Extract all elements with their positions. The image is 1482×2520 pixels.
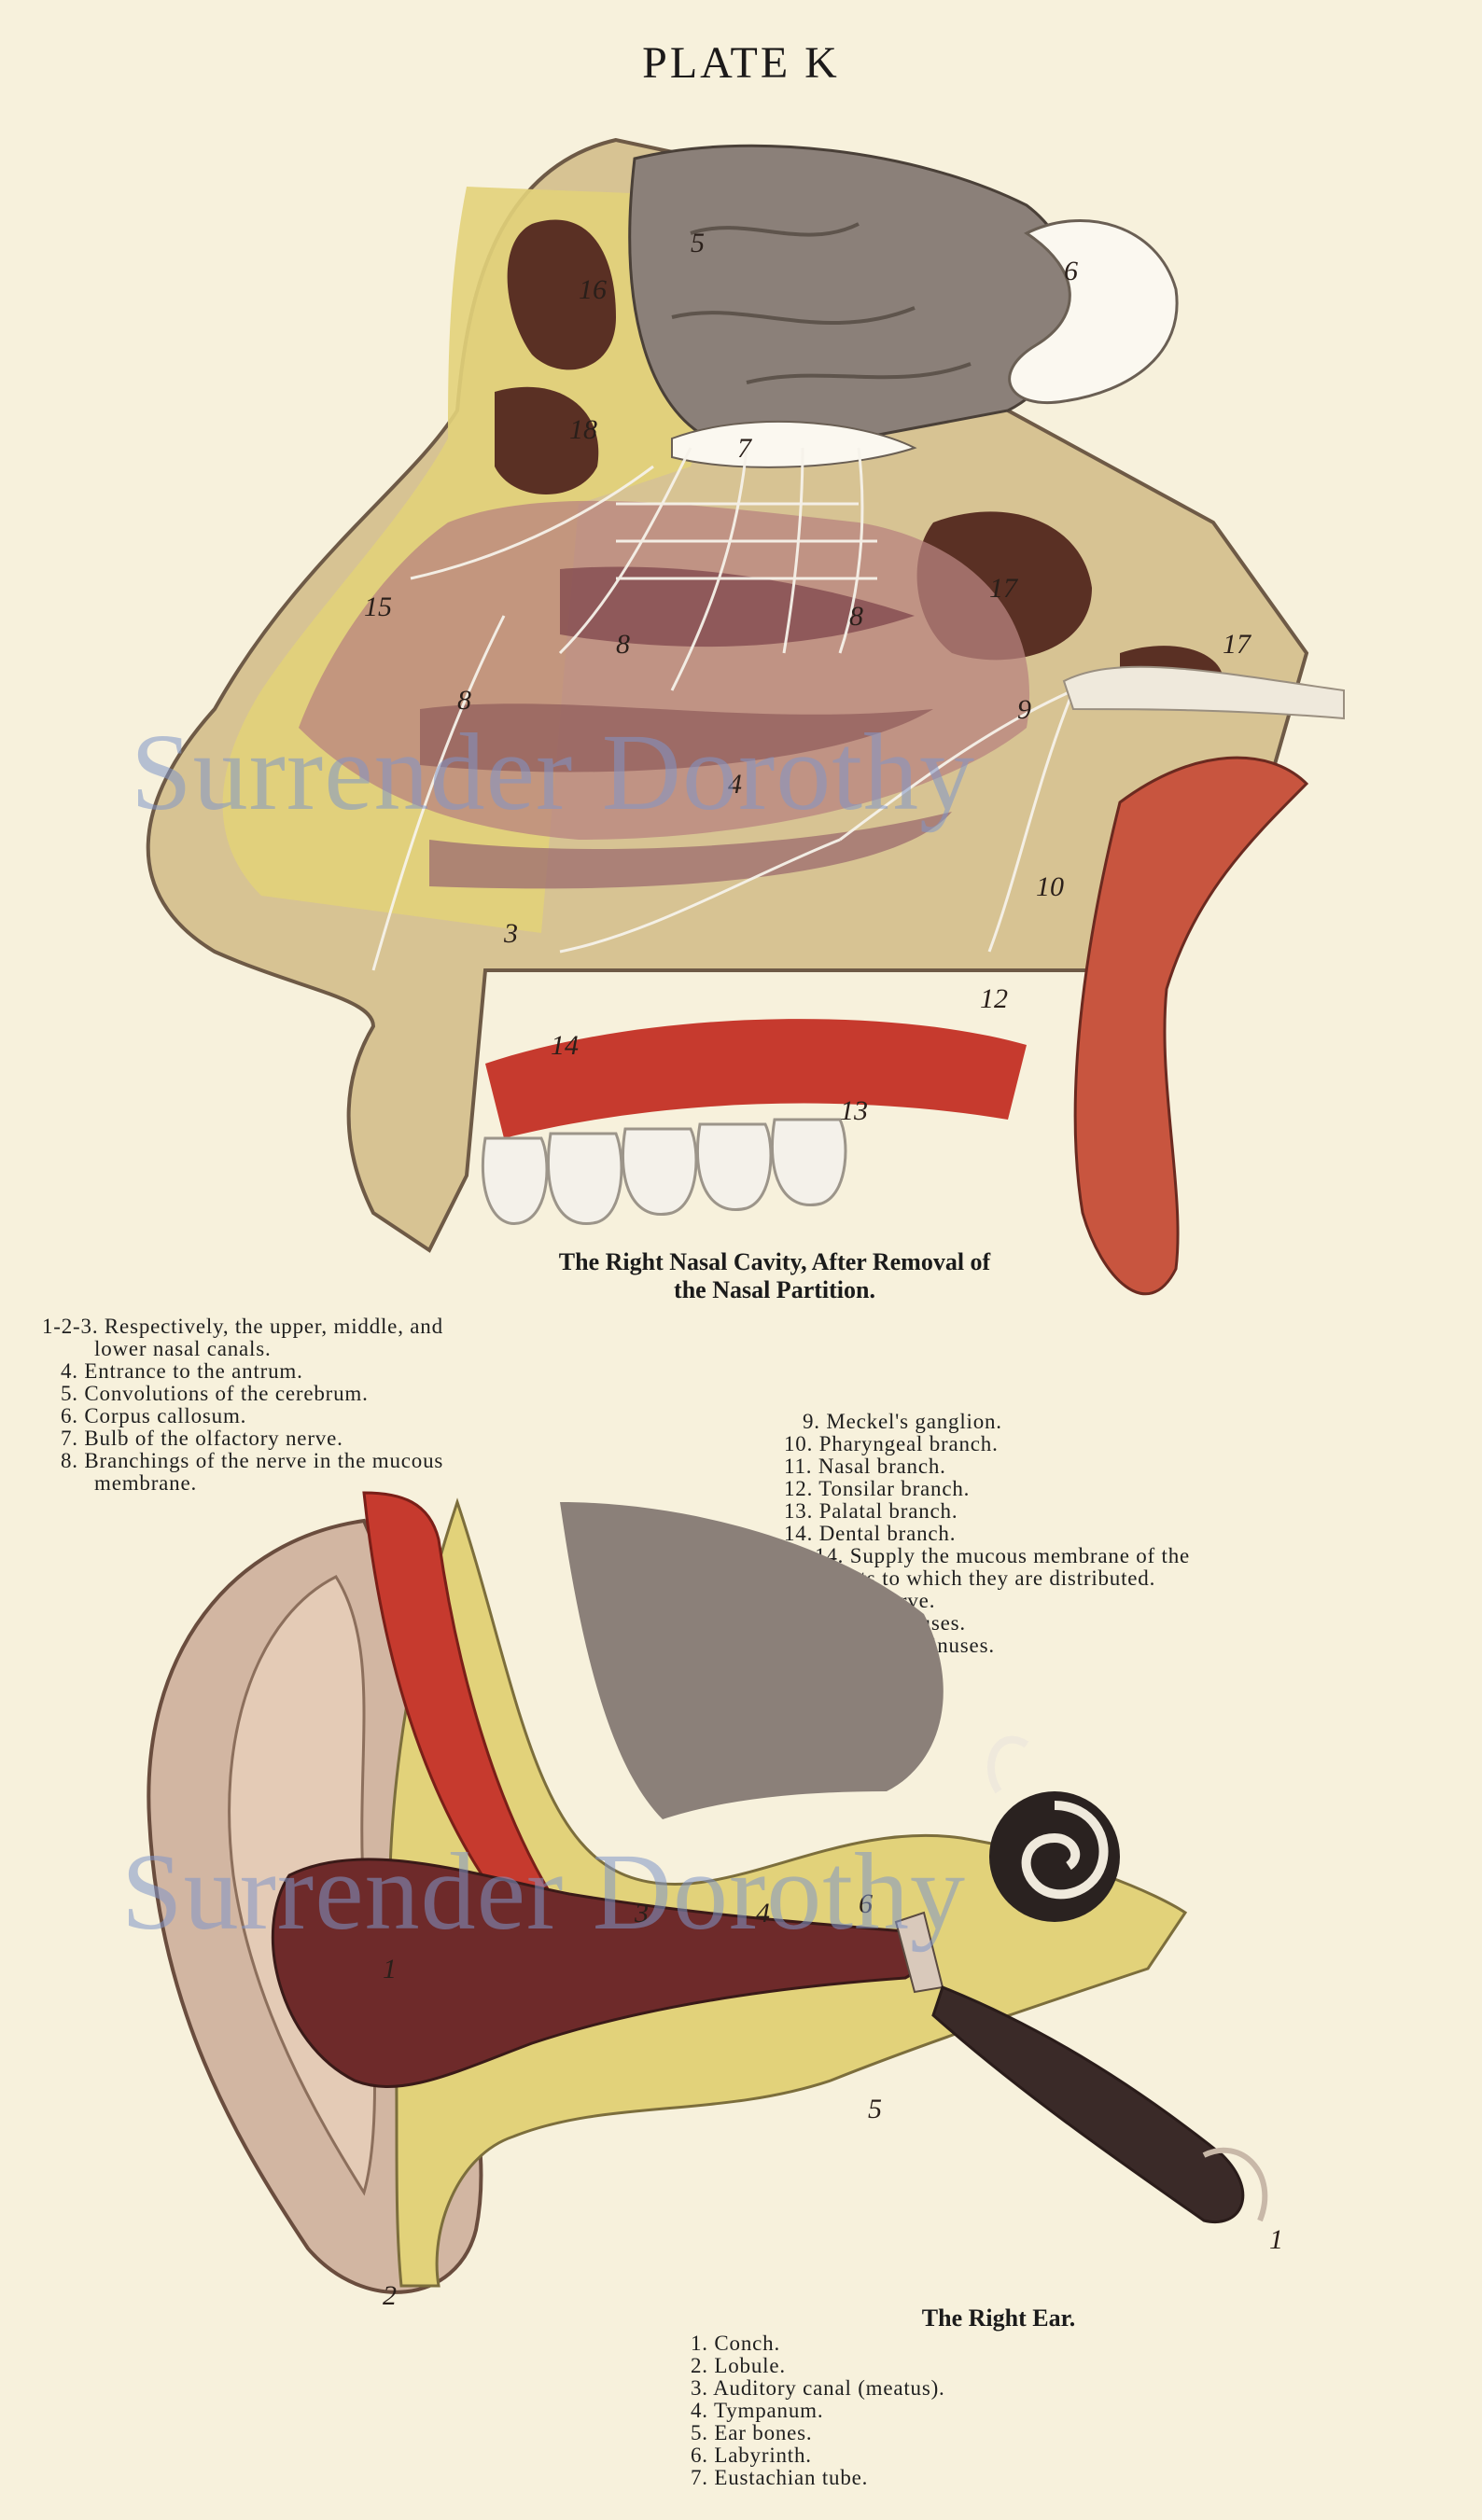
nasal-label: 16 — [579, 274, 607, 305]
legend-item: 12. Tonsilar branch. — [784, 1477, 971, 1500]
nasal-label: 13 — [840, 1095, 868, 1126]
legend-item: 4. Entrance to the antrum. — [61, 1359, 303, 1383]
nasal-legend-left: 1-2-3. Respectively, the upper, middle, … — [42, 1316, 695, 1495]
nasal-label: 17 — [1223, 629, 1252, 660]
nasal-cavity-illustration: 16 5 6 18 7 17 15 8 8 8 17 9 4 10 3 12 1… — [146, 137, 1345, 1296]
legend-item: 11. Nasal branch. — [784, 1455, 946, 1478]
legend-item: 14. Dental branch. — [784, 1522, 957, 1545]
nasal-caption-line1: The Right Nasal Cavity, After Removal of — [558, 1248, 991, 1275]
ear-label: 6 — [859, 1888, 873, 1919]
legend-item: 10. Pharyngeal branch. — [784, 1432, 999, 1455]
legend-item: 4. Tympanum. — [691, 2399, 824, 2422]
nasal-label: 8 — [849, 601, 863, 632]
legend-item: parts to which they are distributed. — [831, 1566, 1156, 1590]
ear-legend: 1. Conch. 2. Lobule. 3. Auditory canal (… — [691, 2332, 1251, 2489]
ear-label: 3 — [634, 1898, 649, 1928]
nasal-label: 6 — [1064, 256, 1078, 286]
legend-item: 8. Branchings of the nerve in the mucous — [61, 1449, 444, 1472]
nasal-label: 14 — [551, 1030, 579, 1061]
watermark-top: Surrender Dorothy — [131, 711, 976, 833]
ear-illustration: 1 3 4 6 5 2 1 — [147, 1491, 1283, 2311]
legend-item: membrane. — [94, 1471, 198, 1495]
ear-number-labels: 1 3 4 6 5 2 1 — [383, 1888, 1283, 2311]
legend-item: 6. Corpus callosum. — [61, 1404, 247, 1427]
nasal-number-labels: 16 5 6 18 7 17 15 8 8 8 17 9 4 10 3 12 1… — [364, 228, 1252, 1126]
nasal-label: 9 — [1017, 694, 1031, 725]
nasal-label: 17 — [989, 573, 1019, 604]
nasal-caption-line2: the Nasal Partition. — [674, 1276, 875, 1303]
legend-item: lower nasal canals. — [94, 1337, 272, 1360]
legend-item: 1. Conch. — [691, 2332, 780, 2355]
nasal-label: 15 — [364, 592, 392, 622]
nasal-label: 7 — [737, 433, 753, 464]
ear-label: 4 — [756, 1898, 770, 1928]
legend-item: 6. Labyrinth. — [691, 2443, 812, 2467]
legend-item: 2. Lobule. — [691, 2354, 786, 2377]
nasal-label: 18 — [569, 414, 597, 445]
nasal-label: 12 — [980, 983, 1008, 1014]
legend-item: 3. Auditory canal (meatus). — [691, 2376, 945, 2400]
legend-item: 13. Palatal branch. — [784, 1499, 958, 1523]
legend-item: 7. Eustachian tube. — [691, 2466, 869, 2489]
nasal-label: 3 — [503, 918, 518, 949]
nasal-label: 5 — [691, 228, 705, 258]
nasal-label: 10 — [1036, 871, 1064, 902]
nasal-caption: The Right Nasal Cavity, After Removal of… — [439, 1248, 1111, 1304]
ear-label: 1 — [383, 1954, 397, 1984]
ear-caption: The Right Ear. — [921, 2304, 1076, 2332]
legend-item: 10-14. Supply the mucous membrane of the — [784, 1544, 1191, 1567]
legend-item: 1-2-3. Respectively, the upper, middle, … — [42, 1315, 443, 1338]
plate-title: PLATE K — [642, 38, 840, 88]
nasal-label: 8 — [616, 629, 630, 660]
ear-label: 1 — [1269, 2224, 1283, 2255]
legend-item: 7. Bulb of the olfactory nerve. — [61, 1427, 343, 1450]
nasal-label: 8 — [457, 685, 471, 716]
nasal-label: 4 — [728, 769, 742, 800]
ear-label: 5 — [868, 2094, 882, 2124]
legend-item: 5. Ear bones. — [691, 2421, 813, 2444]
legend-item: 5. Convolutions of the cerebrum. — [61, 1382, 369, 1405]
legend-item: 9. Meckel's ganglion. — [803, 1410, 1002, 1433]
ear-label: 2 — [383, 2280, 397, 2311]
watermark-bottom: Surrender Dorothy — [121, 1831, 967, 1953]
